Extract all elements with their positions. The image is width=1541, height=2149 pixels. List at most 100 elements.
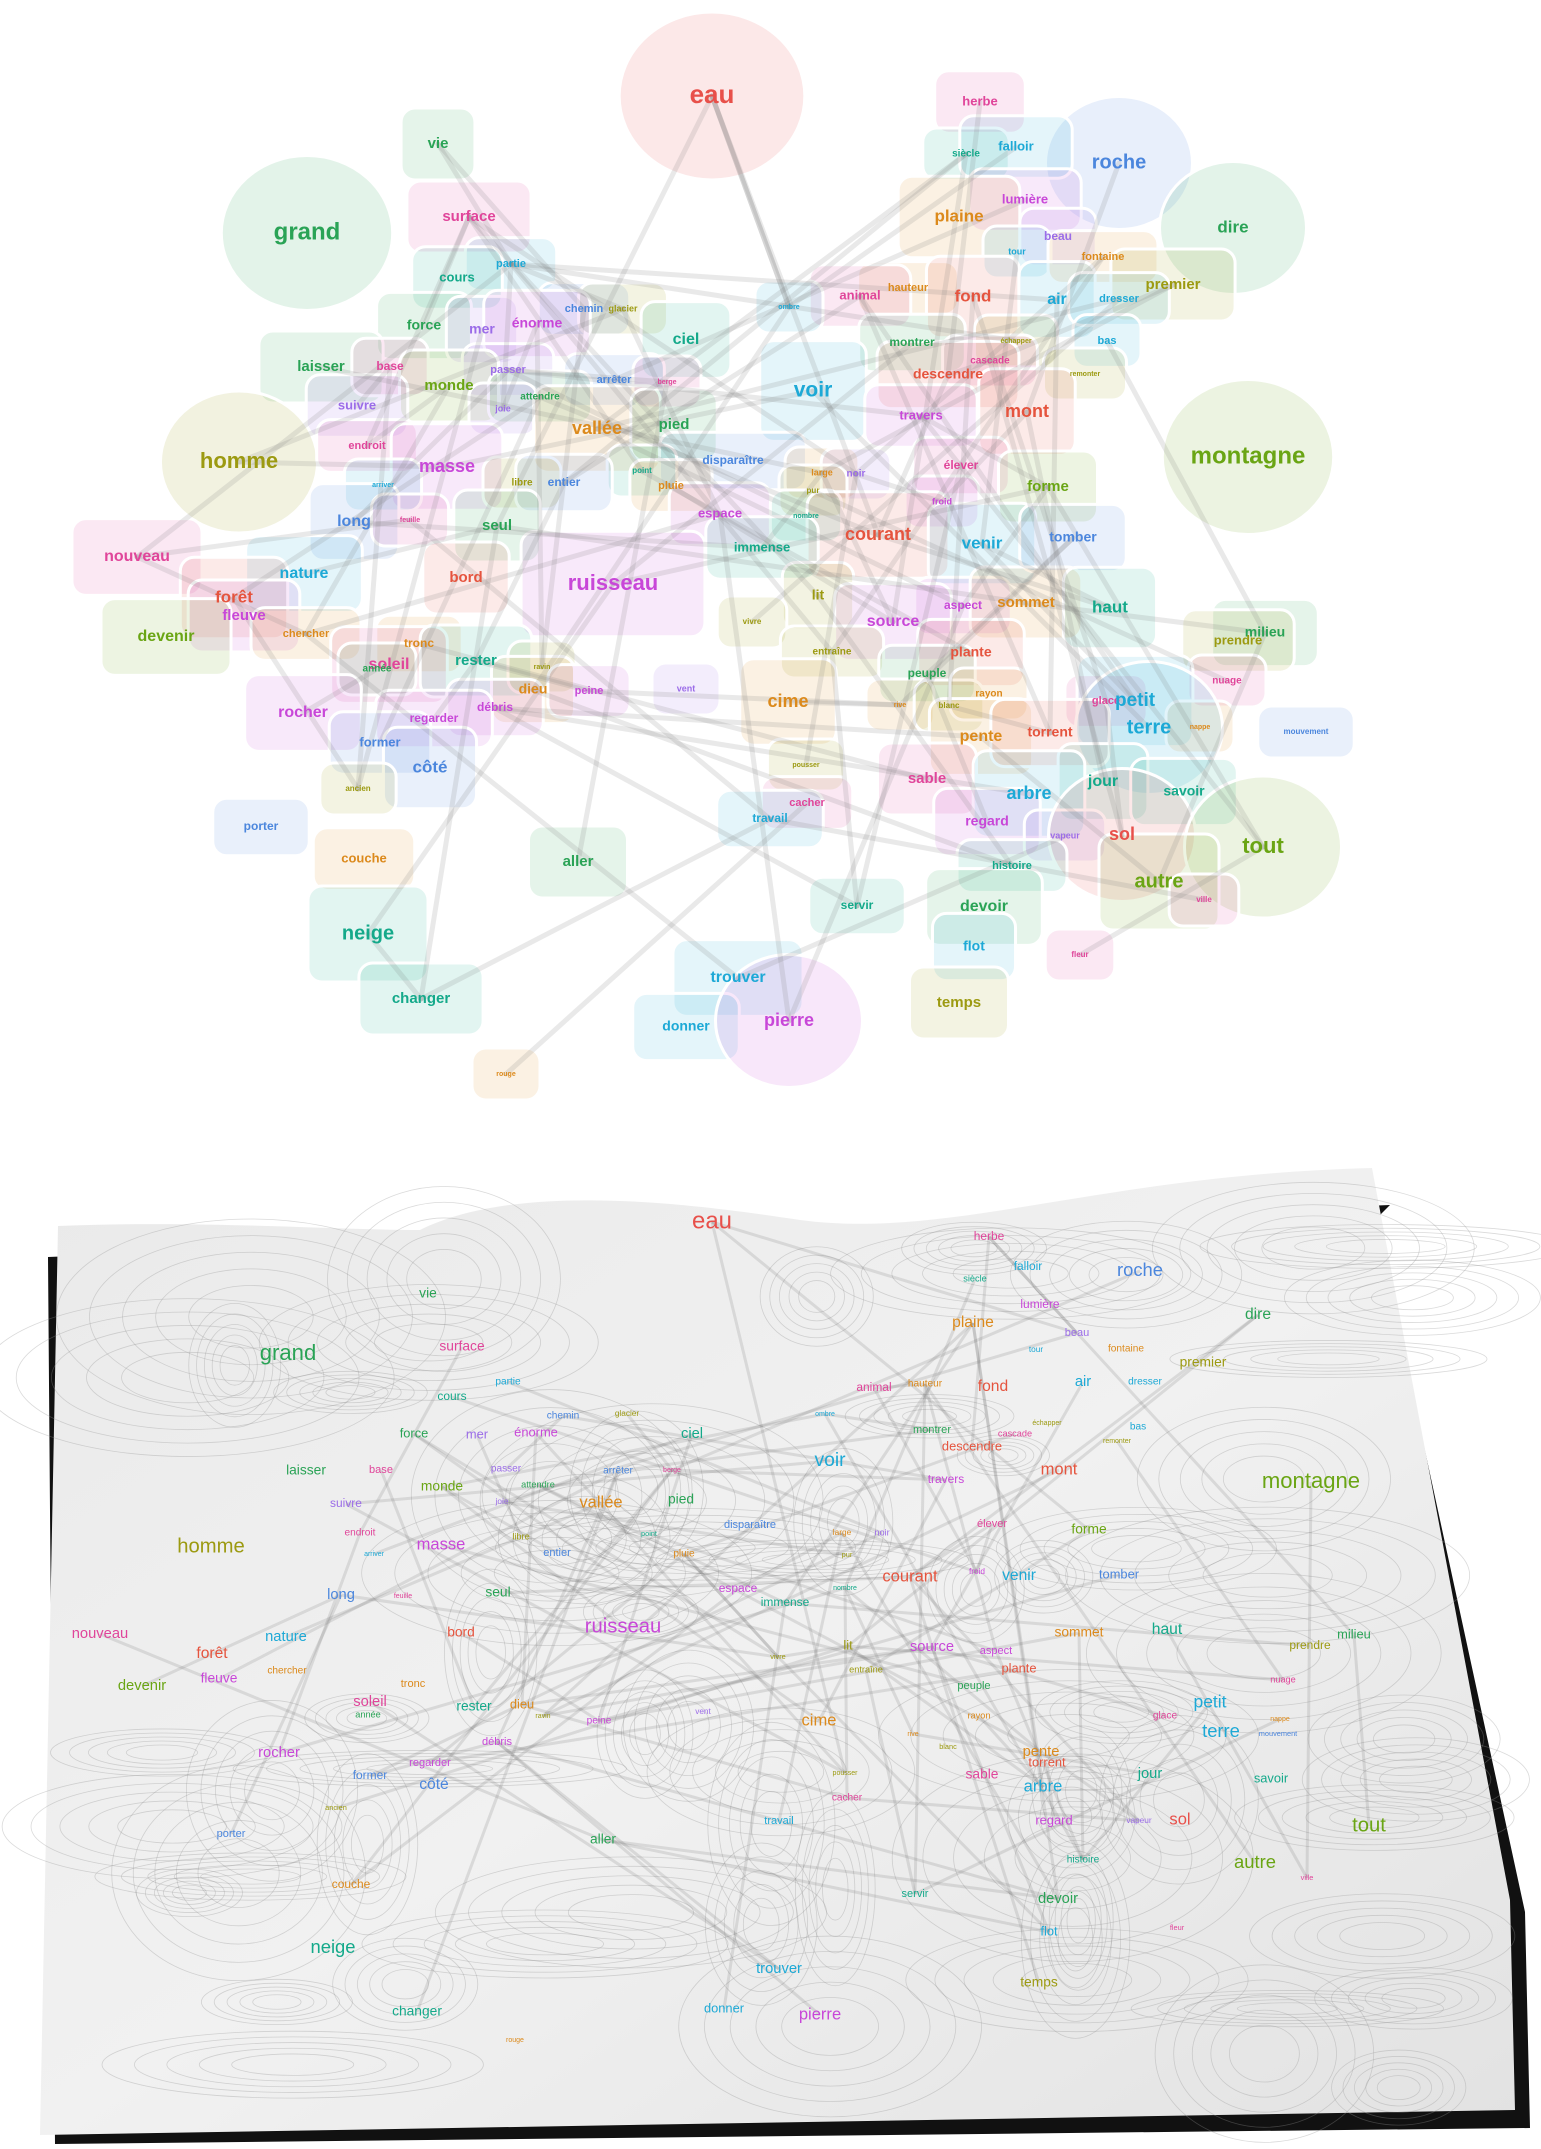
region-cell [933, 69, 1027, 135]
contour-line [86, 1338, 290, 1417]
terrain-word-label: former [353, 1768, 388, 1782]
contour-line [135, 1868, 243, 1918]
region-cell [833, 582, 953, 662]
edge [1156, 630, 1268, 885]
edge [987, 358, 1125, 838]
word-label: bas [1098, 335, 1117, 347]
contour-line [1112, 1729, 1246, 1871]
contour-line [1381, 1988, 1446, 2009]
edge [354, 364, 393, 409]
terrain-edge [710, 1221, 847, 1774]
contour-line [392, 1915, 698, 1973]
terrain-edge [1077, 1632, 1085, 1861]
edge [530, 687, 1015, 869]
terrain-edge [1040, 1750, 1140, 1823]
edge [418, 816, 773, 1002]
word-label: flot [963, 938, 985, 954]
contour-line [185, 1700, 358, 1882]
contour-line [1019, 1513, 1254, 1584]
contour-line [198, 2047, 387, 2082]
edge [946, 703, 1053, 736]
contour-line [125, 1744, 199, 1761]
contour-line [244, 1761, 300, 1821]
terrain-edge [987, 1235, 1079, 1335]
terrain-edge [542, 1468, 1060, 1718]
contour-line [1139, 1758, 1219, 1842]
region-cell [971, 749, 1087, 839]
terrain-edge [413, 1432, 779, 1659]
contour-line [454, 1926, 636, 1962]
contour-line [451, 1582, 530, 1722]
region-cell [650, 661, 722, 717]
terrain-word-label: beau [1065, 1327, 1090, 1339]
word-label: torrent [1027, 724, 1072, 740]
word-label: fleur [1071, 950, 1088, 959]
word-label: neige [342, 922, 394, 944]
contour-line [742, 1897, 780, 1951]
terrain-word-label: laisser [286, 1463, 326, 1478]
terrain-edge [872, 1387, 979, 1573]
contour-line [1364, 1982, 1463, 2014]
contour-line [155, 1268, 347, 1366]
contour-line [106, 1740, 218, 1765]
contour-line [891, 1753, 1254, 1963]
terrain-word-label: sable [966, 1767, 999, 1782]
contour-line [1271, 1900, 1493, 1972]
terrain-edge [335, 1644, 849, 1810]
terrain-edge [429, 1667, 1020, 1765]
contour-line [374, 1323, 484, 1362]
contour-line [345, 1313, 513, 1372]
word-label: ombre [778, 304, 800, 311]
word-label: ravin [534, 664, 551, 671]
terrain-word-label: cascade [998, 1428, 1032, 1438]
word-label: former [359, 734, 400, 749]
contour-line [325, 1701, 409, 1735]
contour-line [818, 1485, 868, 1559]
terrain-edge [975, 1523, 994, 1573]
terrain-edge [501, 1331, 1078, 1504]
contour-line [604, 1680, 686, 1788]
terrain-edge [521, 1645, 933, 1707]
edge [610, 340, 915, 587]
terrain-edge [501, 1500, 848, 1557]
terrain-edge [817, 1479, 948, 1722]
terrain-edge [908, 1576, 1041, 1984]
word-label: bord [449, 569, 482, 586]
contour-line [101, 2030, 484, 2099]
terrain-word-label: bord [447, 1625, 475, 1640]
contour-line [769, 1254, 865, 1339]
terrain-word-label: chercher [267, 1666, 307, 1677]
terrain-word-label: sommet [1054, 1625, 1103, 1640]
contour-line [1050, 1797, 1093, 1838]
contour-line [258, 1284, 599, 1401]
contour-line [603, 1450, 670, 1529]
edge [134, 261, 514, 560]
edge [575, 379, 670, 865]
contour-line [1371, 1285, 1454, 1311]
contour-line [1223, 1346, 1434, 1372]
terrain-word-label: année [355, 1709, 381, 1719]
word-label: sommet [997, 594, 1055, 611]
terrain-edge [824, 1412, 933, 1432]
contour-line [1176, 1613, 1352, 1693]
word-label: blanc [939, 701, 960, 710]
word-label: venir [962, 533, 1003, 552]
contour-line [1020, 1839, 1131, 2039]
contour-line [1116, 1586, 1412, 1720]
contour-line [344, 1945, 466, 2023]
contour-line [728, 1756, 814, 1892]
contour-line [226, 1986, 328, 2018]
contour-line [406, 1249, 482, 1310]
terrain-edge [441, 1485, 624, 1629]
contour-line [1048, 1862, 1108, 1979]
contour-line [1168, 1541, 1368, 1610]
terrain-word-label: peine [587, 1716, 612, 1727]
contour-line [1034, 1680, 1208, 1744]
terrain-edge [369, 1740, 498, 1778]
word-label: autre [1135, 870, 1184, 892]
contour-line [733, 1884, 790, 1965]
edge [466, 214, 859, 477]
terrain-word-label: petit [1193, 1692, 1226, 1712]
region-cell [444, 294, 520, 366]
